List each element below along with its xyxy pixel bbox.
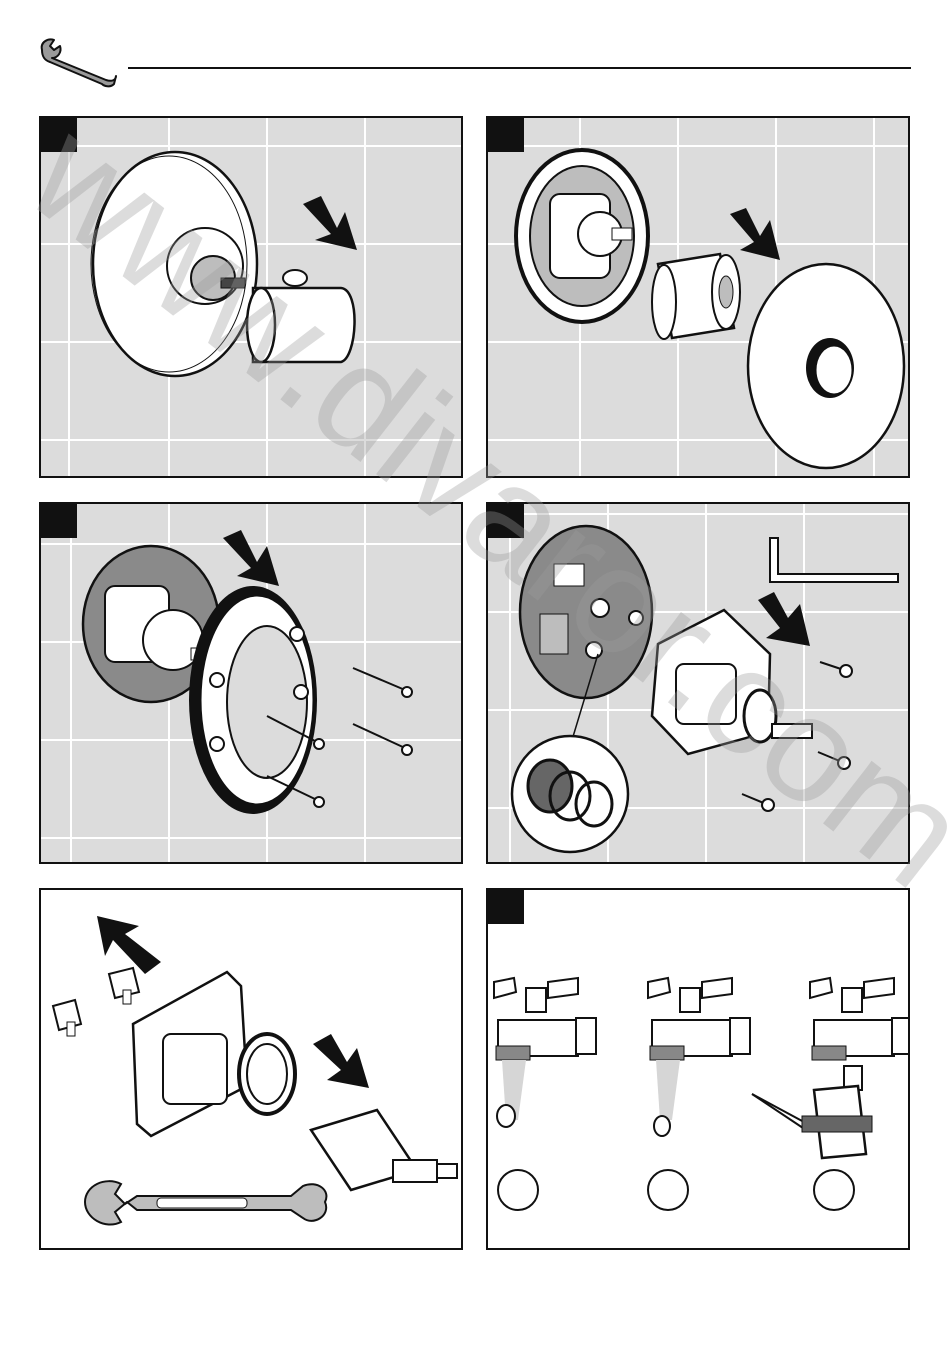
step-flush-parts — [486, 888, 910, 1250]
backplate-icon — [520, 526, 652, 698]
direction-arrow-icon — [758, 592, 810, 646]
handle-icon — [247, 270, 355, 362]
step-remove-cartridge — [39, 888, 463, 1250]
step-marker — [488, 890, 524, 924]
escutcheon-plate-icon — [91, 152, 257, 376]
filter-screen-icon — [654, 1116, 670, 1136]
check-circle-icon — [814, 1170, 854, 1210]
header-rule — [128, 67, 911, 69]
check-circle-icon — [498, 1170, 538, 1210]
step-remove-escutcheon — [486, 116, 910, 478]
check-circle-icon — [648, 1170, 688, 1210]
step-remove-valve-body — [486, 502, 910, 864]
faucet-icon — [810, 978, 910, 1060]
allen-key-icon — [770, 538, 898, 582]
direction-arrow-icon — [223, 530, 279, 586]
ring-icon — [189, 586, 317, 814]
filter-screen-icon — [497, 1105, 515, 1127]
escutcheon-plate-icon — [748, 264, 904, 468]
direction-arrow-icon — [730, 208, 780, 260]
wrench-icon — [36, 36, 120, 88]
sleeve-icon — [652, 254, 740, 339]
direction-arrow-icon — [303, 196, 357, 250]
step-remove-handle — [39, 116, 463, 478]
step-remove-mounting-ring — [39, 502, 463, 864]
valve-body-icon — [516, 150, 648, 322]
